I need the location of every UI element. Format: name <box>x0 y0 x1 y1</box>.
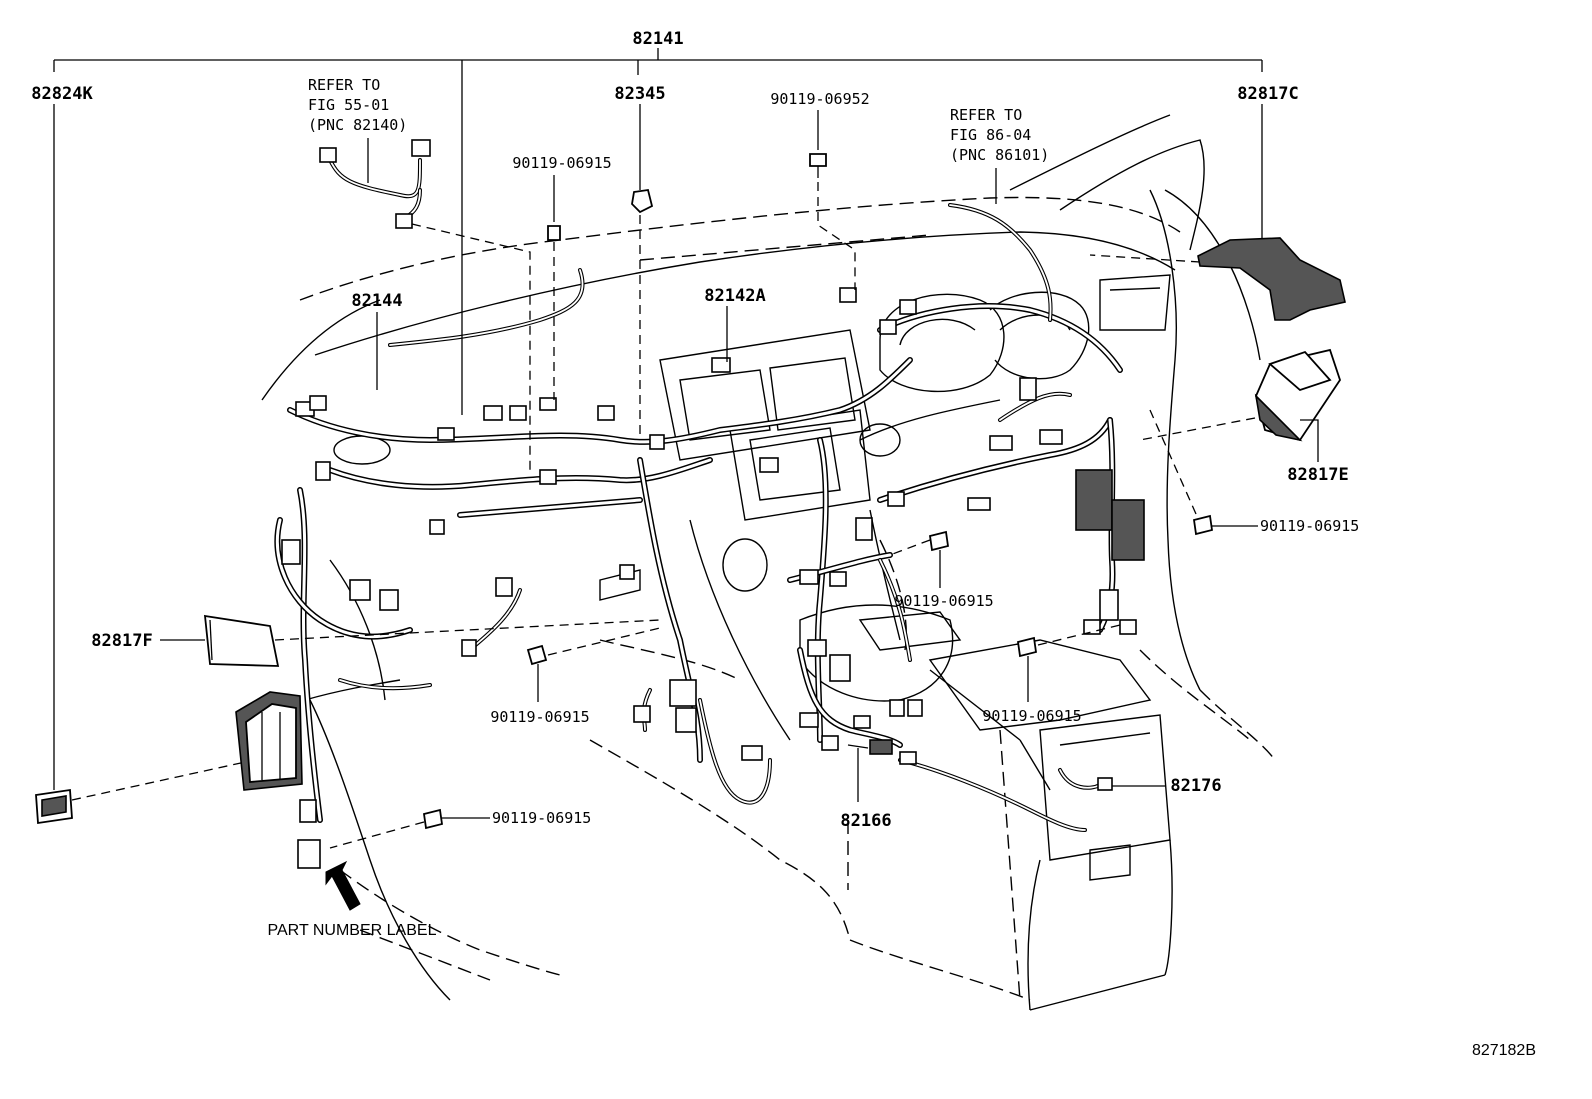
part-82824K: 82824K <box>31 84 301 825</box>
label-bolt-center: 90119-06915 <box>894 592 993 610</box>
label-bolt-left-mid: 90119-06915 <box>490 708 589 726</box>
label-82141: 82141 <box>632 29 683 49</box>
label-bolt-bottom: 90119-06915 <box>492 809 591 827</box>
harness-connectors <box>281 287 1145 869</box>
label-82144: 82144 <box>351 291 402 311</box>
relay-block <box>235 691 303 791</box>
label-82176: 82176 <box>1170 776 1221 796</box>
part-82144: 82144 <box>351 291 403 390</box>
label-bolt-right: 90119-06915 <box>1260 517 1359 535</box>
part-82166: 82166 <box>840 744 892 831</box>
refer-right-line-3: (PNC 86101) <box>950 146 1049 164</box>
label-82817C: 82817C <box>1237 84 1298 104</box>
part-82817C: 82817C <box>1089 84 1346 321</box>
bolt-lower-right: 90119-06915 <box>982 624 1121 725</box>
refer-right-line-1: REFER TO <box>950 106 1022 124</box>
part-82817E: 82817E <box>1139 348 1349 485</box>
part-82345: 82345 <box>614 84 666 440</box>
part-number-label-text: PART NUMBER LABEL <box>268 922 437 939</box>
refer-left-line-1: REFER TO <box>308 76 380 94</box>
label-82142A: 82142A <box>704 286 765 306</box>
bolt-bottom: 90119-06915 <box>329 808 591 849</box>
arrow-icon <box>325 860 361 911</box>
label-82817E: 82817E <box>1287 465 1348 485</box>
bolt-top-left: 90119-06915 <box>512 154 612 400</box>
label-82817F: 82817F <box>91 631 152 651</box>
label-82166: 82166 <box>840 811 891 831</box>
label-82824K: 82824K <box>31 84 93 104</box>
bolt-top-center: 90119-06952 <box>770 90 870 290</box>
label-82141-group: 82141 <box>53 29 1263 415</box>
bolt-left-mid: 90119-06915 <box>490 627 661 726</box>
label-bolt-top-center: 90119-06952 <box>770 90 869 108</box>
refer-left-group: REFER TO FIG 55-01 (PNC 82140) <box>308 76 531 470</box>
drawing-number: 827182B <box>1472 1042 1536 1059</box>
refer-right-line-2: FIG 86-04 <box>950 126 1031 144</box>
label-82345: 82345 <box>614 84 665 104</box>
label-bolt-top-left: 90119-06915 <box>512 154 611 172</box>
part-82817F: 82817F <box>91 614 661 667</box>
label-bolt-lower-right: 90119-06915 <box>982 707 1081 725</box>
part-number-label-group: PART NUMBER LABEL <box>268 860 437 939</box>
refer-right-group: REFER TO FIG 86-04 (PNC 86101) <box>948 106 1053 322</box>
refer-left-line-3: (PNC 82140) <box>308 116 407 134</box>
bolt-right: 90119-06915 <box>1149 409 1359 536</box>
dashboard-outline <box>261 114 1276 1011</box>
part-82176: 82176 <box>1112 776 1222 796</box>
part-82142A: 82142A <box>704 286 766 362</box>
refer-left-line-2: FIG 55-01 <box>308 96 389 114</box>
bolt-center: 90119-06915 <box>889 530 994 610</box>
